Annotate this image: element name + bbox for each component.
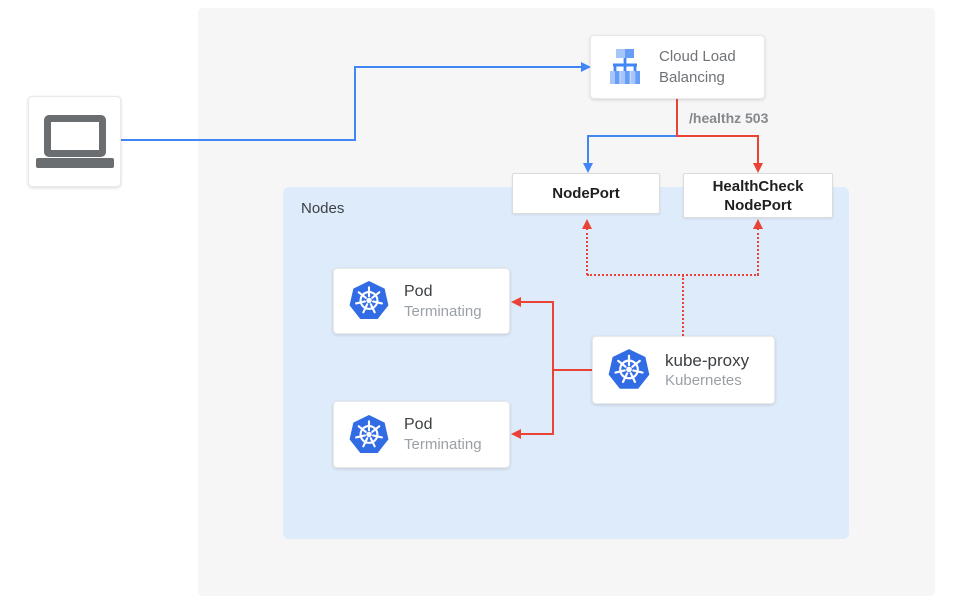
cloud-load-balancing-label: Cloud Load Balancing <box>659 48 736 86</box>
kubernetes-icon <box>607 348 651 392</box>
arrowhead-into-healthcheck-nodeport <box>753 163 763 173</box>
edge-kubeproxy-to-nodeport <box>586 228 588 275</box>
edge-clb-to-nodeport <box>587 135 677 137</box>
laptop-icon <box>35 115 114 168</box>
edge-kubeproxy-to-pods <box>553 369 593 371</box>
edge-kubeproxy-to-healthcheck <box>757 228 759 275</box>
edge-clb-to-healthcheck-nodeport <box>757 135 759 164</box>
nodeport-node: NodePort <box>512 173 660 214</box>
kubernetes-icon <box>348 414 390 456</box>
nodeport-label: NodePort <box>552 185 620 202</box>
arrowhead-into-pod-2 <box>511 429 521 439</box>
edge-client-to-clb <box>354 66 582 68</box>
arrowhead-into-pod-1 <box>511 297 521 307</box>
pod-node-2: Pod Terminating <box>333 401 510 468</box>
arrowhead-into-nodeport <box>583 163 593 173</box>
edge-clb-healthcheck <box>676 98 678 137</box>
arrowhead-into-nodeport-bottom <box>582 219 592 229</box>
kube-proxy-subtitle: Kubernetes <box>665 371 742 389</box>
kube-proxy-title: kube-proxy <box>665 350 750 370</box>
pod-node-1: Pod Terminating <box>333 268 510 334</box>
kubernetes-icon <box>348 280 390 322</box>
arrowhead-into-clb <box>581 62 591 72</box>
healthcheck-nodeport-node: HealthCheck NodePort <box>683 173 833 218</box>
edge-kubeproxy-to-pods <box>552 301 554 435</box>
pod-title: Pod <box>404 416 433 433</box>
pod-title: Pod <box>404 282 433 300</box>
edge-clb-to-healthcheck-nodeport <box>676 135 759 137</box>
edge-kubeproxy-to-ports <box>682 275 684 336</box>
edge-clb-to-nodeport <box>587 135 589 164</box>
edge-to-pod-2 <box>520 433 554 435</box>
client-node <box>28 96 121 187</box>
nodes-group-label: Nodes <box>301 200 345 217</box>
cloud-load-balancing-node: Cloud Load Balancing <box>590 35 765 99</box>
edge-kubeproxy-to-ports <box>587 274 759 276</box>
pod-status: Terminating <box>404 436 482 453</box>
edge-client-to-clb <box>121 139 356 141</box>
arrowhead-into-healthcheck-bottom <box>753 219 763 229</box>
cloud-load-balancing-icon <box>605 47 645 87</box>
edge-to-pod-1 <box>520 301 554 303</box>
healthcheck-nodeport-label: HealthCheck NodePort <box>712 177 804 214</box>
kube-proxy-node: kube-proxy Kubernetes <box>592 336 775 404</box>
pod-status: Terminating <box>404 302 482 320</box>
edge-client-to-clb <box>354 66 356 141</box>
healthz-edge-label: /healthz 503 <box>689 110 769 126</box>
